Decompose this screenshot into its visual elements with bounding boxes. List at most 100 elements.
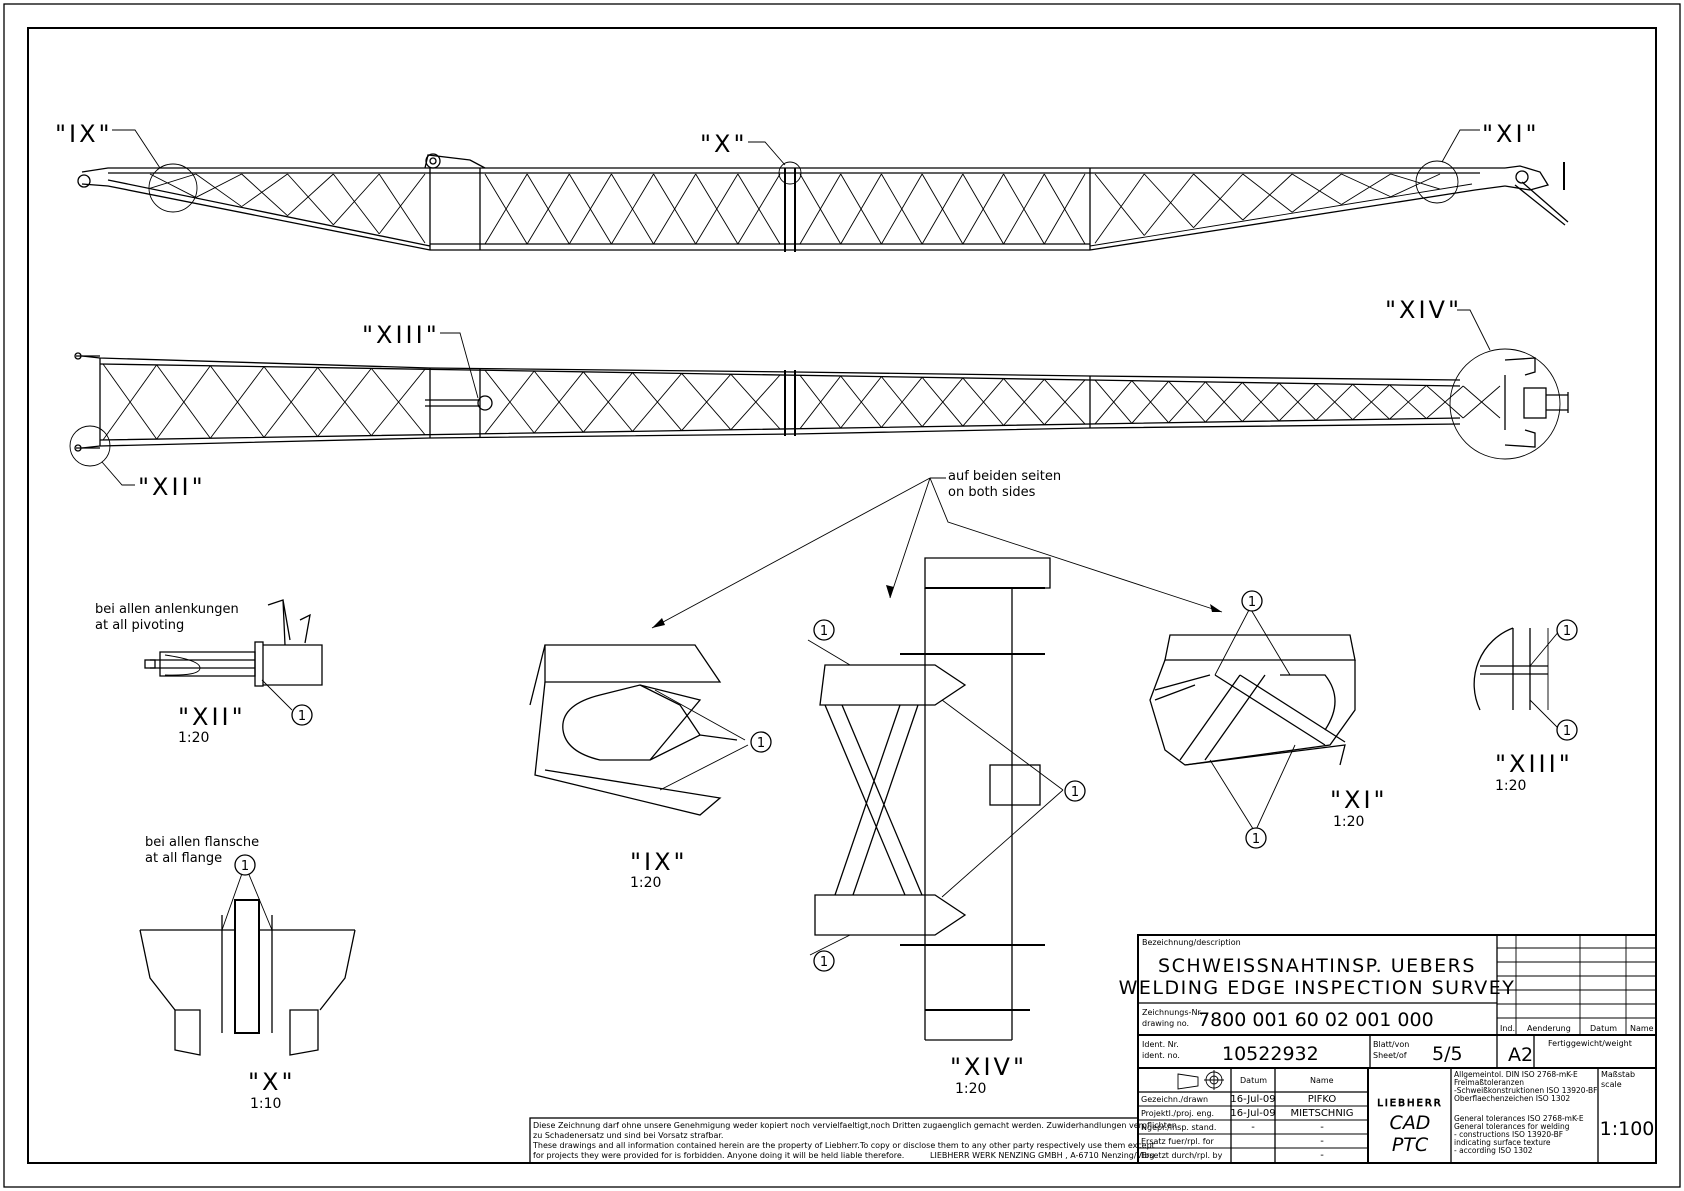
- detail-xiv-label: "XIV": [950, 1053, 1027, 1081]
- approval-name-header: Name: [1310, 1076, 1334, 1085]
- tolerance-line: Freimaßtoleranzen: [1454, 1078, 1524, 1087]
- weld-marker-number: 1: [241, 859, 249, 874]
- top-view-labels: "IX" "X" "XI": [55, 120, 1540, 169]
- detail-xiv-scale: 1:20: [955, 1081, 986, 1097]
- label-xiv-side: "XIV": [1385, 296, 1462, 324]
- weld-marker: [1556, 619, 1578, 641]
- approval-row-name: -: [1320, 1150, 1324, 1161]
- detail-xi-scale: 1:20: [1333, 814, 1364, 830]
- sheet-label-2: Sheet/of: [1373, 1051, 1407, 1060]
- disclaimer-line-3: These drawings and all information conta…: [532, 1141, 1155, 1150]
- description-label: Bezeichnung/description: [1142, 938, 1241, 947]
- weld-marker: [234, 854, 256, 876]
- approval-row-name: -: [1320, 1136, 1324, 1147]
- note-pivoting-de: bei allen anlenkungen: [95, 602, 239, 617]
- weld-marker-number: 1: [1563, 624, 1571, 639]
- detail-xi-label: "XI": [1330, 786, 1388, 814]
- ident-label-1: Ident. Nr.: [1142, 1040, 1179, 1049]
- scale-label-2: scale: [1601, 1080, 1622, 1089]
- weld-marker-number: 1: [1563, 724, 1571, 739]
- note-both-sides-de: auf beiden seiten: [948, 469, 1061, 484]
- weld-marker-number: 1: [298, 709, 306, 724]
- disclaimer-line-4: for projects they were provided for is f…: [533, 1151, 904, 1160]
- tolerance-line: - according ISO 1302: [1454, 1146, 1533, 1155]
- label-xii-side: "XII": [138, 473, 206, 501]
- drawing-scale: 1:100: [1600, 1118, 1655, 1140]
- note-both-sides-en: on both sides: [948, 485, 1036, 500]
- approval-date-header: Datum: [1240, 1076, 1267, 1085]
- detail-xii: bei allen anlenkungen at all pivoting "X…: [95, 599, 323, 746]
- detail-ix-scale: 1:20: [630, 875, 661, 891]
- note-flange-en: at all flange: [145, 851, 222, 866]
- tolerance-line: General tolerances ISO 2768-mK-E: [1454, 1114, 1584, 1123]
- rev-change-header: Aenderung: [1527, 1024, 1571, 1033]
- disclaimer-company: LIEBHERR WERK NENZING GMBH , A-6710 Nenz…: [930, 1151, 1154, 1160]
- detail-ix: "IX" 1:20: [529, 644, 749, 891]
- revision-grid: Ind. Aenderung Datum Name: [1497, 935, 1656, 1035]
- rev-date-header: Datum: [1590, 1024, 1617, 1033]
- weld-marker-number: 1: [1252, 832, 1260, 847]
- detail-xii-scale: 1:20: [178, 730, 209, 746]
- tolerance-line: - constructions ISO 13920-BF: [1454, 1130, 1563, 1139]
- tolerance-line: indicating surface texture: [1454, 1138, 1551, 1147]
- rev-ind-header: Ind.: [1500, 1024, 1515, 1033]
- outer-border: [3, 3, 1681, 1188]
- approval-row-label: Projektl./proj. eng.: [1141, 1109, 1214, 1118]
- title-block: Bezeichnung/description SCHWEISSNAHTINSP…: [1119, 934, 1657, 1164]
- approval-row-date: 16-Jul-09: [1230, 1108, 1275, 1119]
- label-x-top: "X": [700, 130, 748, 158]
- detail-xiv: "XIV" 1:20: [807, 557, 1064, 1097]
- detail-x-scale: 1:10: [250, 1096, 281, 1112]
- detail-xiii-scale: 1:20: [1495, 778, 1526, 794]
- weld-marker-number: 1: [820, 624, 828, 639]
- disclaimer-line-2: zu Schadenersatz und sind bei Vorsatz st…: [533, 1131, 723, 1140]
- note-both-sides: auf beiden seiten on both sides: [651, 469, 1223, 629]
- detail-xii-label: "XII": [178, 703, 246, 731]
- approval-row-label: Ersatz fuer/rpl. for: [1141, 1137, 1214, 1146]
- brand-logo: LIEBHERR: [1377, 1098, 1442, 1109]
- detail-xiii-label: "XIII": [1495, 750, 1573, 778]
- detail-ix-label: "IX": [630, 848, 688, 876]
- cad-label: CAD: [1390, 1112, 1431, 1134]
- weld-marker: [1245, 827, 1267, 849]
- label-ix-top: "IX": [55, 120, 113, 148]
- weld-marker-number: 1: [1071, 785, 1079, 800]
- side-view-labels: "XIII" "XIV" "XII": [101, 296, 1491, 501]
- boom-side-view: [69, 348, 1569, 467]
- drawing-no-label-1: Zeichnungs-Nr.: [1142, 1008, 1203, 1017]
- weld-marker: [1241, 590, 1263, 612]
- approval-row-label: Ersetzt durch/rpl. by: [1141, 1151, 1223, 1160]
- approval-row-label: Gezeichn./drawn: [1141, 1095, 1208, 1104]
- approval-row-name: PIFKO: [1308, 1094, 1337, 1105]
- detail-xi: "XI" 1:20: [1149, 607, 1388, 833]
- boom-top-view: [77, 153, 1569, 252]
- drawing-no: 7800 001 60 02 001 000: [1198, 1009, 1434, 1031]
- tolerance-line: Allgemeintol. DIN ISO 2768-mK-E: [1454, 1070, 1578, 1079]
- detail-x-label: "X": [248, 1068, 296, 1096]
- cad-system: PTC: [1392, 1134, 1429, 1156]
- ident-no: 10522932: [1222, 1043, 1319, 1065]
- scale-label-1: Maßstab: [1601, 1070, 1635, 1079]
- weld-marker: [813, 619, 835, 641]
- projection-symbol: [1177, 1070, 1224, 1090]
- tolerance-line: General tolerances for welding: [1454, 1122, 1570, 1131]
- approval-row-name: MIETSCHNIG: [1290, 1108, 1353, 1119]
- title-de: SCHWEISSNAHTINSP. UEBERS: [1158, 955, 1476, 977]
- rev-name-header: Name: [1630, 1024, 1654, 1033]
- note-pivoting-en: at all pivoting: [95, 618, 184, 633]
- sheet-no: 5/5: [1432, 1043, 1463, 1065]
- weld-marker: [750, 731, 772, 753]
- label-xi-top: "XI": [1482, 120, 1540, 148]
- weld-marker: [1556, 719, 1578, 741]
- tolerance-line: -Schweißkonstruktionen ISO 13920-BF: [1454, 1086, 1597, 1095]
- approval-row-date: 16-Jul-09: [1230, 1094, 1275, 1105]
- approval-rows: Gezeichn./drawn 16-Jul-09 PIFKO Projektl./p…: [1141, 1094, 1354, 1161]
- detail-xiii: "XIII" 1:20: [1473, 627, 1573, 794]
- ident-label-2: ident. no.: [1142, 1051, 1180, 1060]
- weld-marker: [813, 950, 835, 972]
- weld-marker-number: 1: [820, 955, 828, 970]
- weld-marker-number: 1: [757, 736, 765, 751]
- approval-row-name: -: [1320, 1122, 1324, 1133]
